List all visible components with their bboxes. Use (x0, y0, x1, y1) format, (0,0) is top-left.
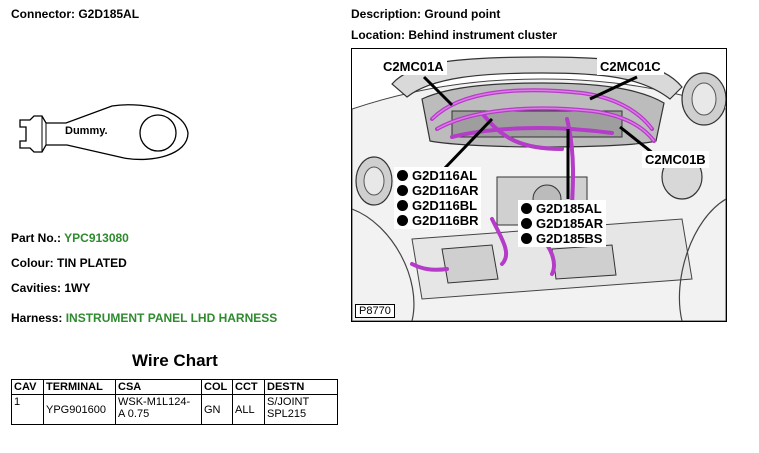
cavities-value: 1WY (64, 281, 91, 295)
cell-destn-line1: S/JOINT (267, 396, 310, 408)
bullet-icon (521, 233, 532, 244)
harness-value: INSTRUMENT PANEL LHD HARNESS (65, 311, 278, 325)
cell-cct: ALL (232, 394, 265, 425)
bullet-icon (397, 185, 408, 196)
table-row: 1 YPG901600 WSK-M1L124- A 0.75 GN ALL S/… (11, 394, 338, 425)
col-header-cct: CCT (232, 379, 265, 395)
col-header-csa: CSA (115, 379, 202, 395)
callout-g2d185al: G2D185AL (521, 201, 603, 216)
callout-g2d116br: G2D116BR (397, 213, 478, 228)
callout-c2mc01a: C2MC01A (380, 58, 447, 75)
col-header-terminal: TERMINAL (43, 379, 116, 395)
cell-csa-line2: A 0.75 (118, 408, 150, 420)
bullet-icon (397, 170, 408, 181)
part-no-line: Part No.: YPC913080 (11, 231, 129, 245)
photo-id-label: P8770 (355, 304, 395, 318)
cell-destn: S/JOINT SPL215 (264, 394, 338, 425)
colour-line: Colour: TIN PLATED (11, 256, 127, 270)
part-no-value: YPC913080 (64, 231, 129, 245)
cell-cav: 1 (11, 394, 44, 425)
connector-line: Connector: G2D185AL (11, 7, 139, 21)
harness-label: Harness: (11, 311, 63, 325)
description-value: Ground point (424, 7, 501, 21)
callout-group-g2d116: G2D116AL G2D116AR G2D116BL G2D116BR (394, 167, 482, 229)
callout-g2d116ar: G2D116AR (397, 183, 478, 198)
callout-group-g2d185: G2D185AL G2D185AR G2D185BS (518, 200, 607, 247)
cell-destn-line2: SPL215 (267, 408, 307, 420)
col-header-col: COL (201, 379, 233, 395)
harness-line: Harness: INSTRUMENT PANEL LHD HARNESS (11, 311, 277, 325)
callout-g2d185ar: G2D185AR (521, 216, 603, 231)
part-no-label: Part No.: (11, 231, 62, 245)
description-line: Description: Ground point (351, 7, 500, 21)
col-header-cav: CAV (11, 379, 44, 395)
cell-csa-line1: WSK-M1L124- (118, 396, 191, 408)
location-value: Behind instrument cluster (408, 28, 558, 42)
cell-csa: WSK-M1L124- A 0.75 (115, 394, 202, 425)
wire-chart-title: Wire Chart (132, 351, 218, 370)
cavities-label: Cavities: (11, 281, 62, 295)
bullet-icon (521, 203, 532, 214)
callout-g2d116al: G2D116AL (397, 168, 478, 183)
callout-g2d116bl: G2D116BL (397, 198, 478, 213)
location-label: Location: (351, 28, 405, 42)
callout-c2mc01c: C2MC01C (597, 58, 664, 75)
colour-label: Colour: (11, 256, 54, 270)
bullet-icon (521, 218, 532, 229)
ring-terminal-icon (19, 104, 189, 161)
connector-label: Connector: (11, 7, 75, 21)
connector-drawing: Dummy. (12, 103, 194, 165)
wire-chart-table: CAV TERMINAL CSA COL CCT DESTN 1 YPG9016… (11, 379, 338, 425)
dummy-label: Dummy. (65, 125, 108, 137)
callout-c2mc01b: C2MC01B (642, 151, 709, 168)
connector-value: G2D185AL (78, 7, 140, 21)
cell-terminal: YPG901600 (43, 394, 116, 425)
table-header-row: CAV TERMINAL CSA COL CCT DESTN (11, 379, 338, 395)
cell-col: GN (201, 394, 233, 425)
callout-g2d185bs: G2D185BS (521, 231, 603, 246)
location-line: Location: Behind instrument cluster (351, 28, 557, 42)
bullet-icon (397, 200, 408, 211)
colour-value: TIN PLATED (57, 256, 127, 270)
description-label: Description: (351, 7, 422, 21)
location-illustration: C2MC01A C2MC01C C2MC01B G2D116AL G2D116A… (351, 48, 727, 322)
col-header-destn: DESTN (264, 379, 338, 395)
cavities-line: Cavities: 1WY (11, 281, 90, 295)
bullet-icon (397, 215, 408, 226)
